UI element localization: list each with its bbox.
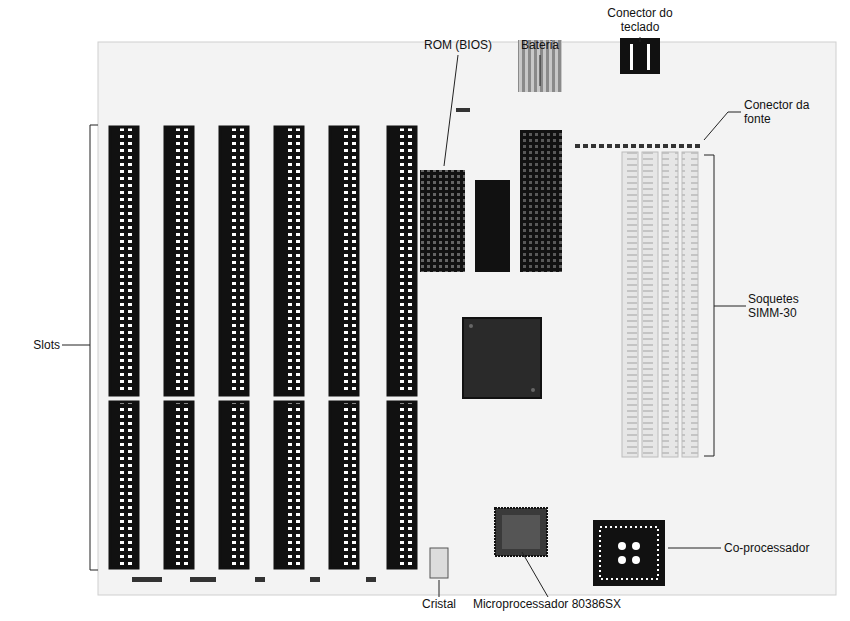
part-label: Slots [10, 338, 60, 352]
cpu-80386sx [495, 508, 547, 556]
rom-chips [420, 130, 562, 272]
keyboard-connector [620, 38, 660, 74]
part-label: Soquetes SIMM-30 [748, 292, 830, 320]
part-label: Microprocessador 80386SX [452, 597, 642, 611]
chipset [463, 318, 541, 398]
part-label: Cristal [399, 597, 479, 611]
crystal [430, 548, 448, 578]
simm-sockets [622, 152, 698, 457]
board [98, 42, 836, 595]
expansion-slots [110, 127, 416, 568]
power-connector [575, 144, 702, 148]
small-jumpers [132, 108, 470, 582]
part-label: ROM (BIOS) [398, 38, 518, 52]
part-label: Conector do teclado [598, 6, 682, 34]
part-label: Conector da fonte [744, 98, 816, 126]
coprocessor [593, 520, 665, 586]
leader-lines [62, 37, 746, 597]
part-label: Co-processador [724, 541, 842, 555]
part-label: Bateria [506, 38, 574, 52]
